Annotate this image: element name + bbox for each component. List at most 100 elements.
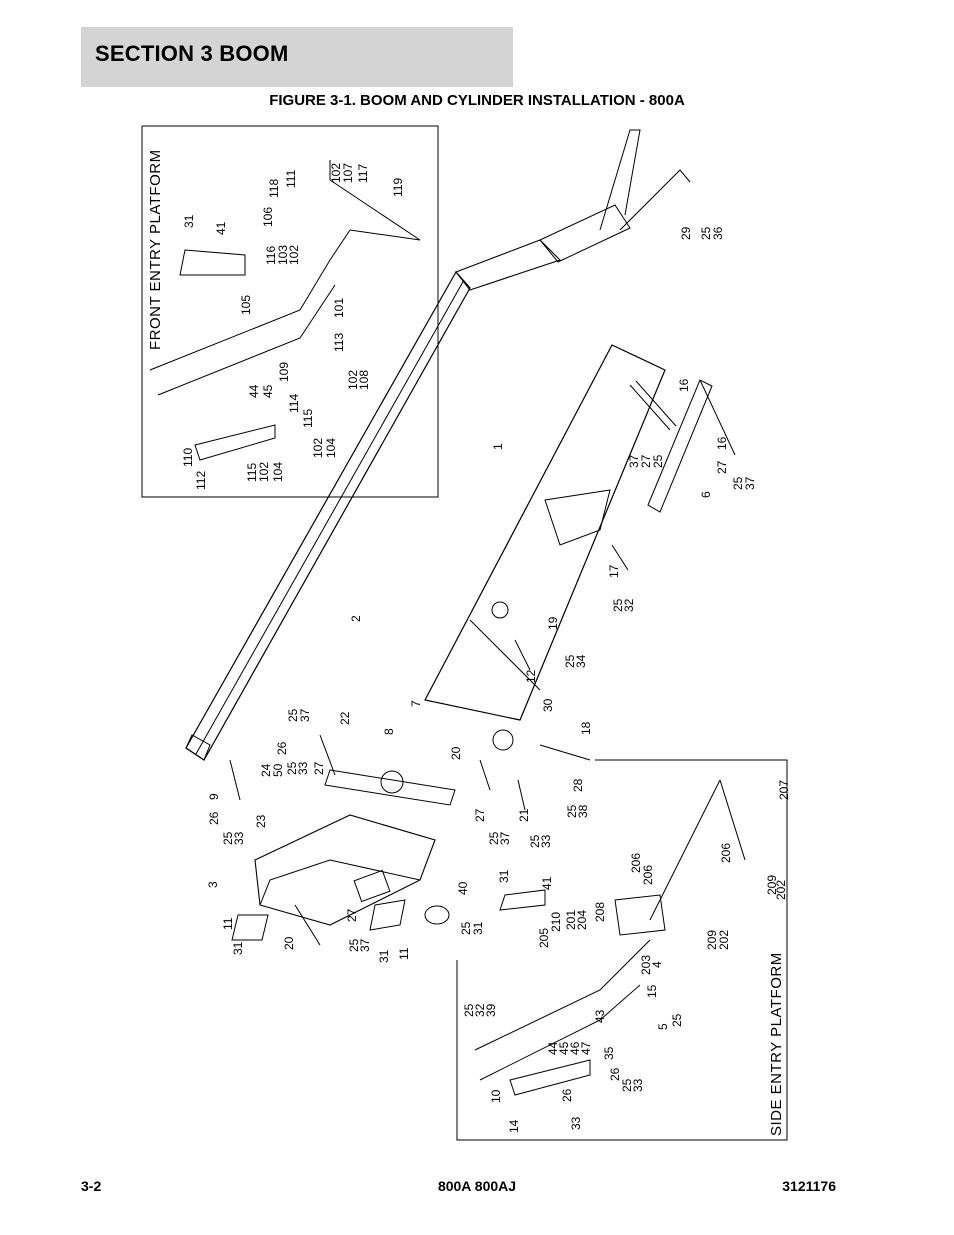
callout-number: 31: [497, 869, 511, 883]
callout-number: 206: [641, 865, 655, 885]
callout-number: 34: [574, 654, 588, 668]
callout-number: 22: [338, 711, 352, 725]
callout-number: 20: [449, 746, 463, 760]
callout-number: 204: [575, 910, 589, 930]
callout-number: 116: [264, 246, 278, 265]
callout-number: 109: [277, 362, 291, 382]
callout-number: 206: [719, 843, 733, 863]
callout-number: 47: [579, 1041, 593, 1055]
callout-number: 114: [287, 394, 301, 413]
callout-number: 25: [286, 708, 300, 722]
callout-number: 111: [284, 169, 298, 188]
callout-number: 31: [182, 214, 196, 228]
callout-number: 37: [743, 476, 757, 490]
callout-number: 202: [774, 880, 788, 900]
callout-number: 27: [639, 454, 653, 468]
callout-number: 37: [298, 708, 312, 722]
callout-number: 19: [546, 616, 560, 630]
callout-number: 26: [207, 811, 221, 825]
callout-number: 106: [261, 207, 275, 227]
callout-number: 11: [397, 947, 411, 960]
callout-number: 11: [221, 917, 235, 930]
callout-number: 46: [568, 1041, 582, 1055]
callout-number: 33: [631, 1078, 645, 1092]
callout-number: 27: [473, 808, 487, 822]
callout-number: 33: [232, 831, 246, 845]
callout-number: 5: [656, 1023, 670, 1030]
callout-number: 118: [267, 179, 281, 198]
callout-number: 25: [462, 1003, 476, 1017]
callout-number: 15: [645, 984, 659, 998]
callout-number: 8: [382, 728, 396, 735]
callout-number: 27: [312, 761, 326, 775]
callout-number: 102: [287, 245, 301, 265]
callout-number: 113: [332, 333, 346, 352]
callout-number: 25: [620, 1078, 634, 1092]
callout-number: 101: [332, 298, 346, 318]
callout-number: 209: [705, 930, 719, 950]
callout-number: 25: [565, 804, 579, 818]
side-inset-frame: [456, 759, 788, 1141]
callout-number: 205: [537, 928, 551, 948]
boom-upper: [455, 239, 562, 291]
callout-number: 14: [507, 1119, 521, 1133]
callout-number: 10: [489, 1089, 503, 1103]
callout-number: 33: [569, 1116, 583, 1130]
callout-number: 45: [261, 384, 275, 398]
callout-number: 29: [679, 226, 693, 240]
callout-number: 117: [356, 164, 370, 183]
callout-number: 25: [731, 476, 745, 490]
callout-number: 208: [593, 902, 607, 922]
callout-number: 4: [650, 961, 664, 968]
callout-number: 3: [206, 881, 220, 888]
callout-number: 26: [608, 1067, 622, 1081]
callout-number: 25: [563, 654, 577, 668]
callout-number: 27: [715, 460, 729, 474]
callout-number: 102: [346, 370, 360, 390]
callout-number: 20: [282, 936, 296, 950]
callout-number: 30: [541, 698, 555, 712]
callout-number: 6: [699, 491, 713, 498]
page-number: 3-2: [81, 1178, 102, 1194]
callout-number: 25: [487, 831, 501, 845]
callout-number: 28: [571, 778, 585, 792]
callout-number: 39: [484, 1003, 498, 1017]
callout-number: 7: [409, 700, 423, 707]
callout-number: 209: [765, 875, 779, 895]
callout-number: 25: [347, 938, 361, 952]
callout-number: 2: [349, 615, 363, 622]
figure-title: FIGURE 3-1. BOOM AND CYLINDER INSTALLATI…: [269, 92, 685, 109]
callout-number: 16: [715, 436, 729, 450]
callout-number: 119: [391, 178, 405, 197]
callout-number: 104: [324, 438, 338, 458]
callout-number: 43: [593, 1009, 607, 1023]
callout-number: 25: [528, 834, 542, 848]
callout-number: 23: [254, 814, 268, 828]
callout-number: 210: [549, 912, 563, 932]
cylinder-6: [647, 379, 713, 513]
callout-number: 44: [247, 384, 261, 398]
callout-number: 45: [557, 1041, 571, 1055]
callout-number: 50: [271, 763, 285, 777]
document-number: 3121176: [782, 1178, 836, 1194]
front-inset-title: FRONT ENTRY PLATFORM: [147, 149, 164, 350]
callout-number: 37: [358, 938, 372, 952]
section-header: SECTION 3 BOOM: [81, 27, 513, 87]
cylinder-8: [324, 769, 456, 806]
callout-number: 41: [540, 876, 554, 890]
callout-number: 31: [377, 949, 391, 963]
callout-number: 102: [329, 163, 343, 183]
callout-number: 25: [285, 761, 299, 775]
callout-number: 102: [311, 438, 325, 458]
callout-number: 26: [275, 741, 289, 755]
callout-number: 32: [473, 1003, 487, 1017]
callout-number: 16: [677, 378, 691, 392]
callout-number: 38: [576, 804, 590, 818]
callout-number: 115: [245, 463, 259, 482]
callout-number: 110: [181, 448, 195, 467]
callout-number: 44: [546, 1041, 560, 1055]
callout-number: 9: [207, 793, 221, 800]
callout-number: 107: [341, 163, 355, 183]
